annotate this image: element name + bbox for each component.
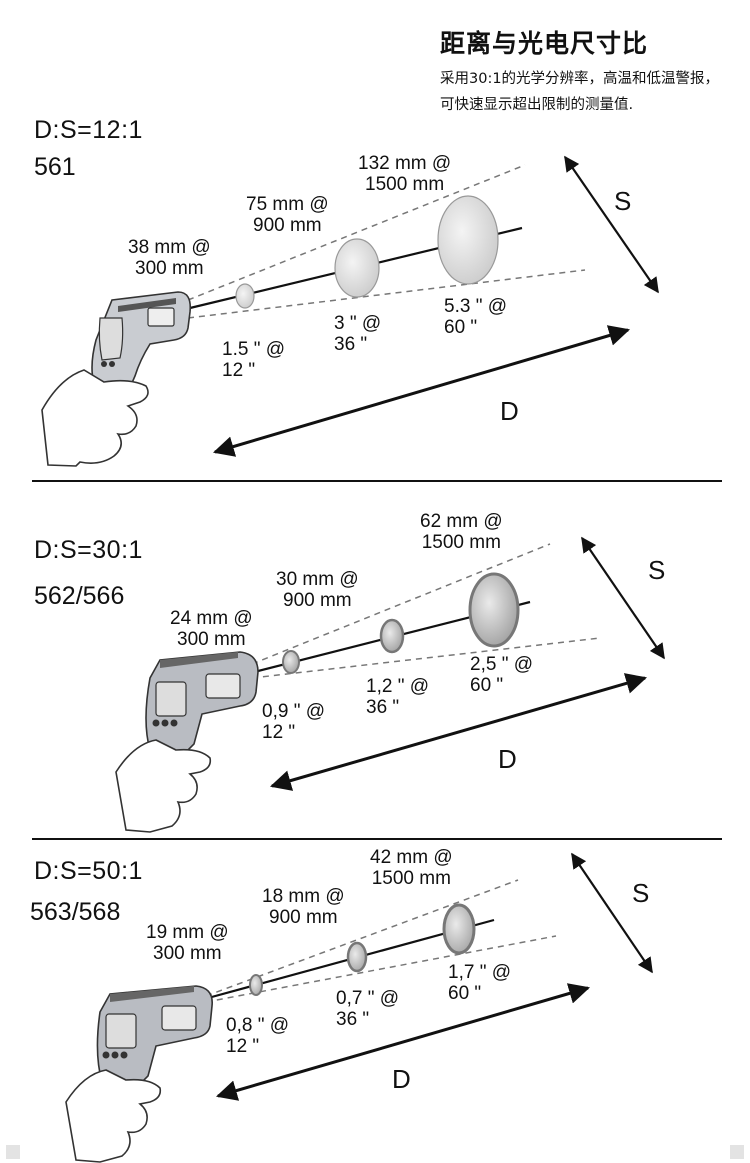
cone-upper-line <box>251 543 551 665</box>
spot-mid <box>346 941 368 973</box>
distance-arrow <box>269 673 648 791</box>
spot-far-imperial: 5.3 " @60 " <box>444 296 508 338</box>
spot-size-arrow <box>564 155 659 294</box>
panel-50-1: D:S=50:1 563/568 19 mm @300 mm 18 mm @90… <box>0 840 750 1163</box>
spot-mid-imperial: 3 " @36 " <box>334 313 382 355</box>
thermometer-icon <box>145 651 259 753</box>
spot-near-metric: 24 mm @300 mm <box>170 608 253 650</box>
model-label: 563/568 <box>30 898 121 926</box>
spot-mid-metric: 30 mm @900 mm <box>276 569 359 611</box>
distance-arrow <box>212 325 631 457</box>
axis-d-label: D <box>500 396 519 426</box>
spot-far-metric: 132 mm @1500 mm <box>358 153 452 195</box>
section-divider <box>32 838 722 840</box>
corner-mark-right <box>730 1145 744 1159</box>
spot-mid <box>334 238 380 298</box>
panel-12-1: D:S=12:1 561 38 mm @300 mm 75 mm @900 mm… <box>0 0 750 480</box>
panel-30-1: D:S=30:1 562/566 24 mm @300 mm 30 mm @90… <box>0 482 750 838</box>
model-label: 561 <box>34 153 76 181</box>
hand-illustration <box>115 739 212 833</box>
distance-arrow <box>215 983 591 1101</box>
axis-s-label: S <box>648 555 666 585</box>
cone-lower-line <box>187 269 586 319</box>
section-description: 采用30:1的光学分辨率，高温和低温警报，可快速显示超出限制的测量值. <box>440 71 720 113</box>
thermometer-icon <box>91 291 192 395</box>
spot-near-metric: 38 mm @300 mm <box>128 237 211 279</box>
spot-mid-metric: 75 mm @900 mm <box>246 194 329 236</box>
ratio-label: D:S=12:1 <box>34 116 143 144</box>
spot-far-metric: 42 mm @1500 mm <box>370 847 453 889</box>
spot-near-imperial: 0,9 " @12 " <box>262 701 326 743</box>
hand-illustration <box>65 1069 162 1163</box>
spot-far-imperial: 2,5 " @60 " <box>470 654 534 696</box>
spot-near-imperial: 1.5 " @12 " <box>222 339 286 381</box>
panel-12-1-diagram <box>41 155 659 467</box>
cone-lower-line <box>251 637 601 679</box>
spot-far-metric: 62 mm @1500 mm <box>420 511 503 553</box>
spot-near-imperial: 0,8 " @12 " <box>226 1015 290 1057</box>
axis-d-label: D <box>498 744 517 774</box>
spot-far <box>442 903 476 955</box>
model-label: 562/566 <box>34 582 125 610</box>
spot-near <box>235 283 255 309</box>
section-header: 距离与光电尺寸比 采用30:1的光学分辨率，高温和低温警报，可快速显示超出限制的… <box>440 24 740 118</box>
hand-illustration <box>41 369 149 467</box>
ratio-label: D:S=50:1 <box>34 857 143 885</box>
spot-far-imperial: 1,7 " @60 " <box>448 962 512 1004</box>
corner-mark-left <box>6 1145 20 1159</box>
spot-mid-metric: 18 mm @900 mm <box>262 886 345 928</box>
spot-mid-imperial: 0,7 " @36 " <box>336 988 400 1030</box>
section-title: 距离与光电尺寸比 <box>440 29 649 58</box>
panel-30-1-diagram <box>115 536 665 833</box>
spot-mid-imperial: 1,2 " @36 " <box>366 676 430 718</box>
section-divider <box>32 480 722 482</box>
spot-near <box>249 974 263 996</box>
spot-far <box>468 572 520 648</box>
ratio-label: D:S=30:1 <box>34 536 143 564</box>
axis-d-label: D <box>392 1064 411 1094</box>
spot-size-arrow <box>581 536 665 660</box>
axis-s-label: S <box>632 878 650 908</box>
spot-size-arrow <box>571 852 653 974</box>
cone-upper-line <box>187 164 526 301</box>
spot-near <box>282 650 300 674</box>
panel-50-1-diagram <box>65 852 653 1163</box>
spot-near-metric: 19 mm @300 mm <box>146 922 229 964</box>
thermometer-icon <box>96 985 213 1085</box>
spot-mid <box>379 618 405 654</box>
spot-far <box>437 195 499 285</box>
axis-s-label: S <box>614 186 632 216</box>
